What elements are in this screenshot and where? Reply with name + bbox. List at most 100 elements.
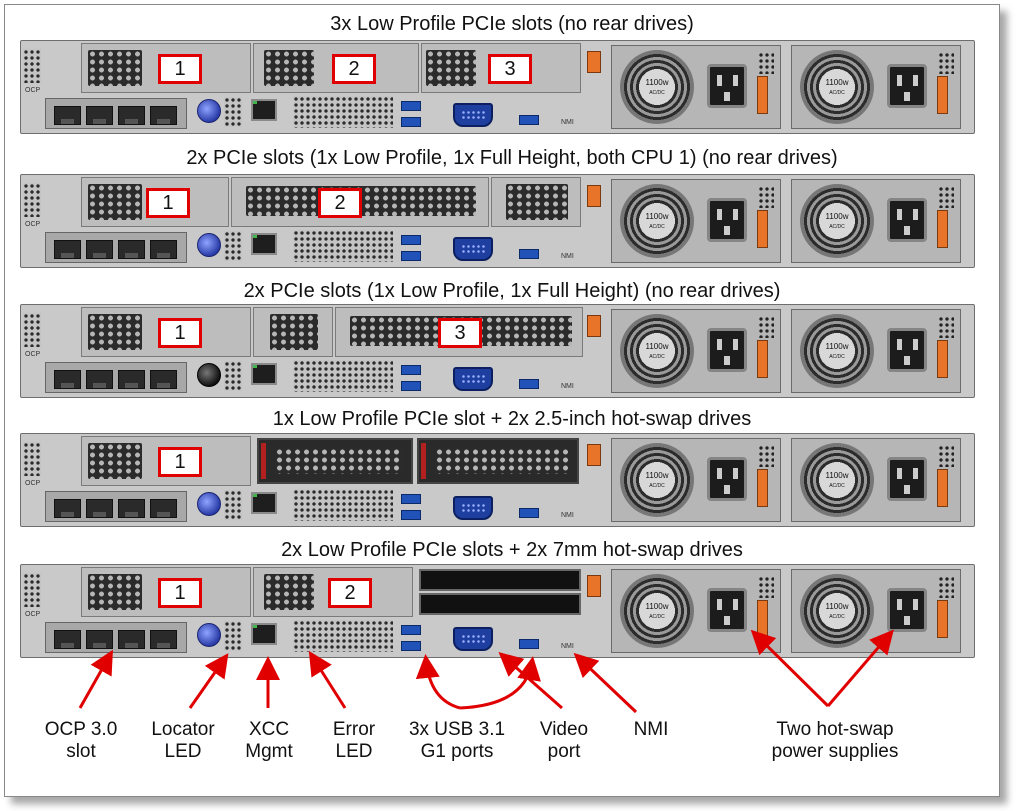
xcc-mgmt-port[interactable]	[251, 492, 277, 514]
usb-port[interactable]	[519, 379, 539, 389]
usb-port[interactable]	[519, 249, 539, 259]
ocp-nic-ports	[45, 622, 187, 653]
rj45-port	[86, 240, 113, 259]
usb-port[interactable]	[401, 381, 421, 391]
psu-release-handle[interactable]	[757, 76, 768, 114]
vent-holes	[758, 576, 774, 598]
vent-holes	[293, 360, 393, 392]
psu-wattage: 1100w	[645, 78, 669, 87]
release-tab[interactable]	[587, 315, 601, 337]
usb-port[interactable]	[401, 101, 421, 111]
usb-port[interactable]	[519, 639, 539, 649]
hot-swap-drive-2-5-inch[interactable]	[257, 438, 413, 484]
psu-wattage: 1100w	[825, 78, 849, 87]
ocp-nic-ports	[45, 362, 187, 393]
vga-video-port[interactable]	[453, 367, 493, 391]
psu-release-handle[interactable]	[937, 76, 948, 114]
usb-port[interactable]	[401, 117, 421, 127]
xcc-mgmt-port[interactable]	[251, 363, 277, 385]
xcc-mgmt-port[interactable]	[251, 233, 277, 255]
release-tab[interactable]	[587, 185, 601, 207]
config-4-title: 1x Low Profile PCIe slot + 2x 2.5-inch h…	[272, 408, 752, 430]
psu-release-handle[interactable]	[757, 469, 768, 507]
hot-swap-drive-7mm[interactable]	[419, 593, 581, 615]
power-inlet	[887, 328, 927, 372]
usb-port[interactable]	[401, 494, 421, 504]
arrow-usb-1	[415, 654, 461, 710]
locator-led-button[interactable]	[197, 492, 221, 516]
release-tab[interactable]	[587, 575, 601, 597]
usb-port[interactable]	[401, 510, 421, 520]
pcie-slot-1: 1	[81, 307, 251, 357]
arrow-psu-1	[750, 629, 830, 708]
vent-holes	[758, 186, 774, 208]
rj45-port	[118, 106, 145, 125]
config-2-title: 2x PCIe slots (1x Low Profile, 1x Full H…	[186, 147, 838, 169]
arrow-usb-2	[459, 656, 541, 710]
vent-holes	[938, 445, 954, 467]
vent-holes	[293, 620, 393, 652]
usb-port[interactable]	[401, 625, 421, 635]
locator-led-button[interactable]	[197, 623, 221, 647]
usb-port[interactable]	[401, 235, 421, 245]
arrow-psu-2	[826, 629, 894, 707]
ocp-text: OCP	[25, 221, 41, 228]
locator-led-button[interactable]	[197, 99, 221, 123]
rj45-port	[86, 499, 113, 518]
arrow-video	[498, 652, 563, 710]
psu-release-handle[interactable]	[757, 340, 768, 378]
xcc-mgmt-port[interactable]	[251, 623, 277, 645]
psu-release-handle[interactable]	[937, 340, 948, 378]
usb-port[interactable]	[401, 251, 421, 261]
ocp-text: OCP	[25, 351, 41, 358]
psu-release-handle[interactable]	[937, 469, 948, 507]
vga-video-port[interactable]	[453, 237, 493, 261]
nmi-text: NMI	[561, 643, 574, 650]
vga-video-port[interactable]	[453, 496, 493, 520]
nmi-text: NMI	[561, 253, 574, 260]
usb-port[interactable]	[519, 508, 539, 518]
locator-led-button[interactable]	[197, 363, 221, 387]
slot-number-label: 1	[158, 54, 202, 84]
release-tab[interactable]	[587, 51, 601, 73]
release-tab[interactable]	[587, 444, 601, 466]
vent-holes	[224, 231, 242, 261]
psu-release-handle[interactable]	[937, 600, 948, 638]
usb-port[interactable]	[519, 115, 539, 125]
vent-grille	[88, 443, 142, 479]
psu-release-handle[interactable]	[757, 210, 768, 248]
hot-swap-drive-7mm[interactable]	[419, 569, 581, 591]
blank-filler	[491, 177, 581, 227]
xcc-mgmt-port[interactable]	[251, 99, 277, 121]
psu-wattage: 1100w	[645, 602, 669, 611]
rj45-port	[118, 370, 145, 389]
usb-port[interactable]	[401, 641, 421, 651]
power-inlet	[707, 328, 747, 372]
psu-wattage: 1100w	[645, 471, 669, 480]
rj45-port	[86, 106, 113, 125]
hot-swap-drive-2-5-inch[interactable]	[417, 438, 579, 484]
psu-release-handle[interactable]	[937, 210, 948, 248]
vent-holes	[293, 489, 393, 521]
arrow-nmi	[573, 652, 638, 714]
psu-wattage: 1100w	[645, 342, 669, 351]
vga-video-port[interactable]	[453, 103, 493, 127]
locator-led-button[interactable]	[197, 233, 221, 257]
vent-holes	[23, 183, 41, 217]
vent-holes	[938, 316, 954, 338]
slot-number-label: 2	[332, 54, 376, 84]
config-3-title: 2x PCIe slots (1x Low Profile, 1x Full H…	[243, 280, 781, 302]
psu-wattage: 1100w	[825, 602, 849, 611]
vga-video-port[interactable]	[453, 627, 493, 651]
vent-holes	[23, 49, 41, 83]
usb-port[interactable]	[401, 365, 421, 375]
